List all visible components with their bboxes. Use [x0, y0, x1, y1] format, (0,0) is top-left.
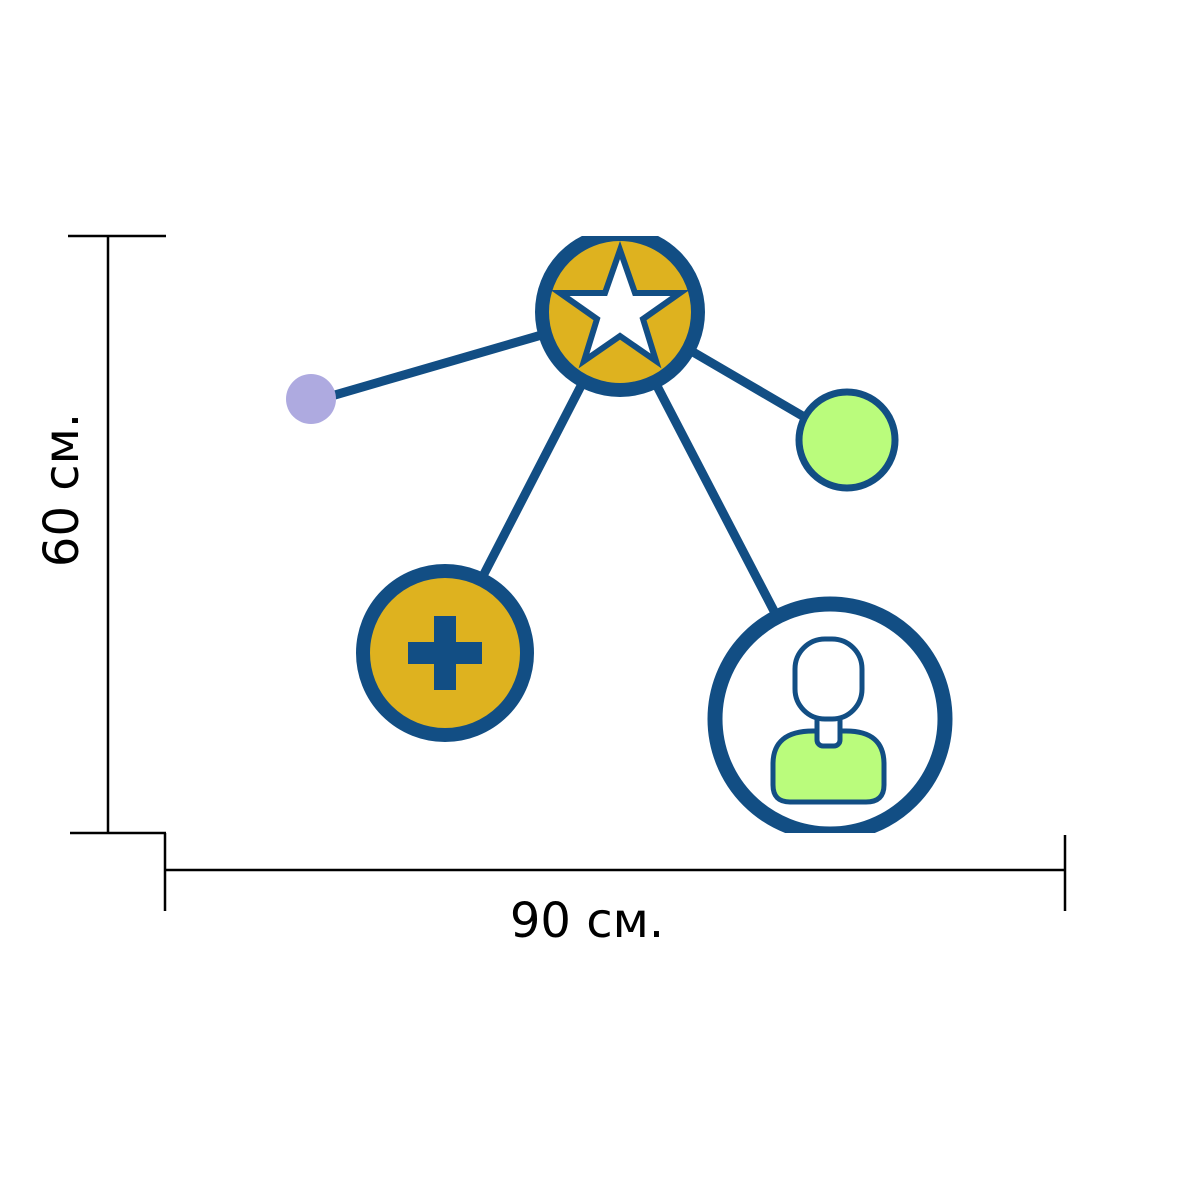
person-body	[770, 728, 887, 805]
edges	[326, 329, 809, 614]
node-star	[535, 236, 705, 397]
node-person	[707, 596, 953, 833]
edge-star-plus	[480, 379, 587, 577]
node-dot	[286, 374, 336, 424]
node-plus	[356, 564, 534, 742]
edge-star-green	[690, 348, 809, 422]
dimension-lines	[68, 234, 1067, 911]
edge-star-person	[653, 383, 778, 614]
person-icon	[770, 636, 887, 805]
width-label: 90 см.	[510, 893, 664, 949]
person-head	[792, 636, 865, 722]
star-icon	[550, 240, 690, 369]
edge-star-dot	[326, 329, 547, 402]
network-artwork	[286, 236, 953, 833]
plus-icon	[408, 616, 482, 690]
node-green	[795, 388, 899, 492]
height-label: 60 см.	[34, 413, 90, 567]
